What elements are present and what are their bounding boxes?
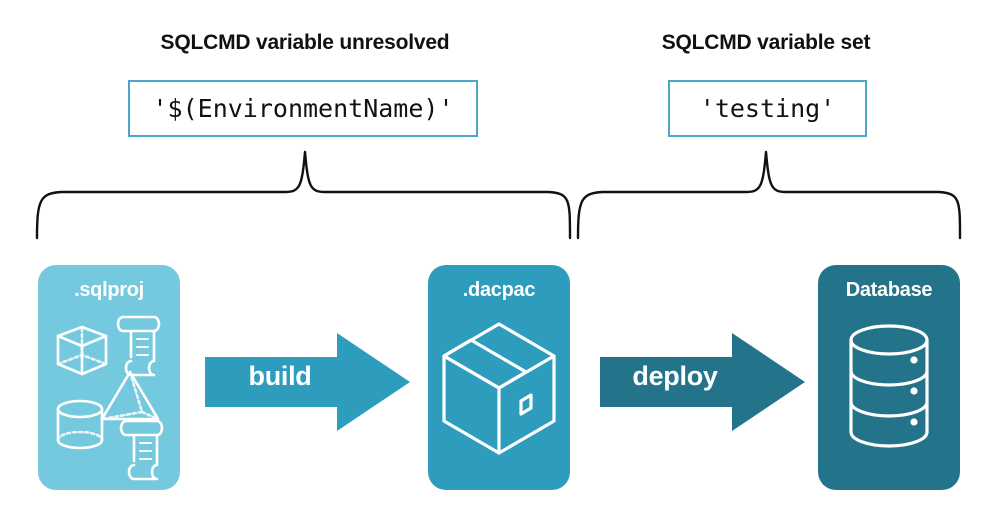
database-status-dots: [910, 356, 918, 426]
brace-right-icon: [576, 150, 962, 240]
arrow-build-icon: [205, 333, 410, 431]
arrow-deploy: deploy: [600, 333, 805, 431]
arrow-build: build: [205, 333, 410, 431]
brace-left-icon: [35, 150, 572, 240]
scroll-icon: [116, 315, 161, 377]
database-art: [849, 324, 929, 448]
stage-label-sqlproj: .sqlproj: [74, 279, 144, 301]
code-box-set-variable: 'testing': [668, 80, 867, 137]
stage-label-dacpac: .dacpac: [462, 279, 536, 301]
sqlproj-objects-art: [56, 315, 164, 481]
cylinder-icon: [56, 399, 104, 450]
database-cylinder-icon: [849, 324, 929, 448]
pyramid-icon: [100, 370, 160, 421]
stage-box-dacpac: .dacpac: [428, 265, 570, 490]
cube-icon: [56, 325, 108, 376]
arrow-deploy-icon: [600, 333, 805, 431]
stage-box-sqlproj: .sqlproj: [38, 265, 180, 490]
stage-box-database: Database: [818, 265, 960, 490]
package-box-icon: [442, 322, 556, 455]
scroll-icon: [119, 419, 164, 481]
stage-label-database: Database: [845, 279, 933, 301]
section-title-left: SQLCMD variable unresolved: [160, 31, 450, 54]
dacpac-package-art: [442, 322, 556, 455]
code-box-unresolved-variable: '$(EnvironmentName)': [128, 80, 478, 137]
section-title-right: SQLCMD variable set: [661, 31, 871, 54]
